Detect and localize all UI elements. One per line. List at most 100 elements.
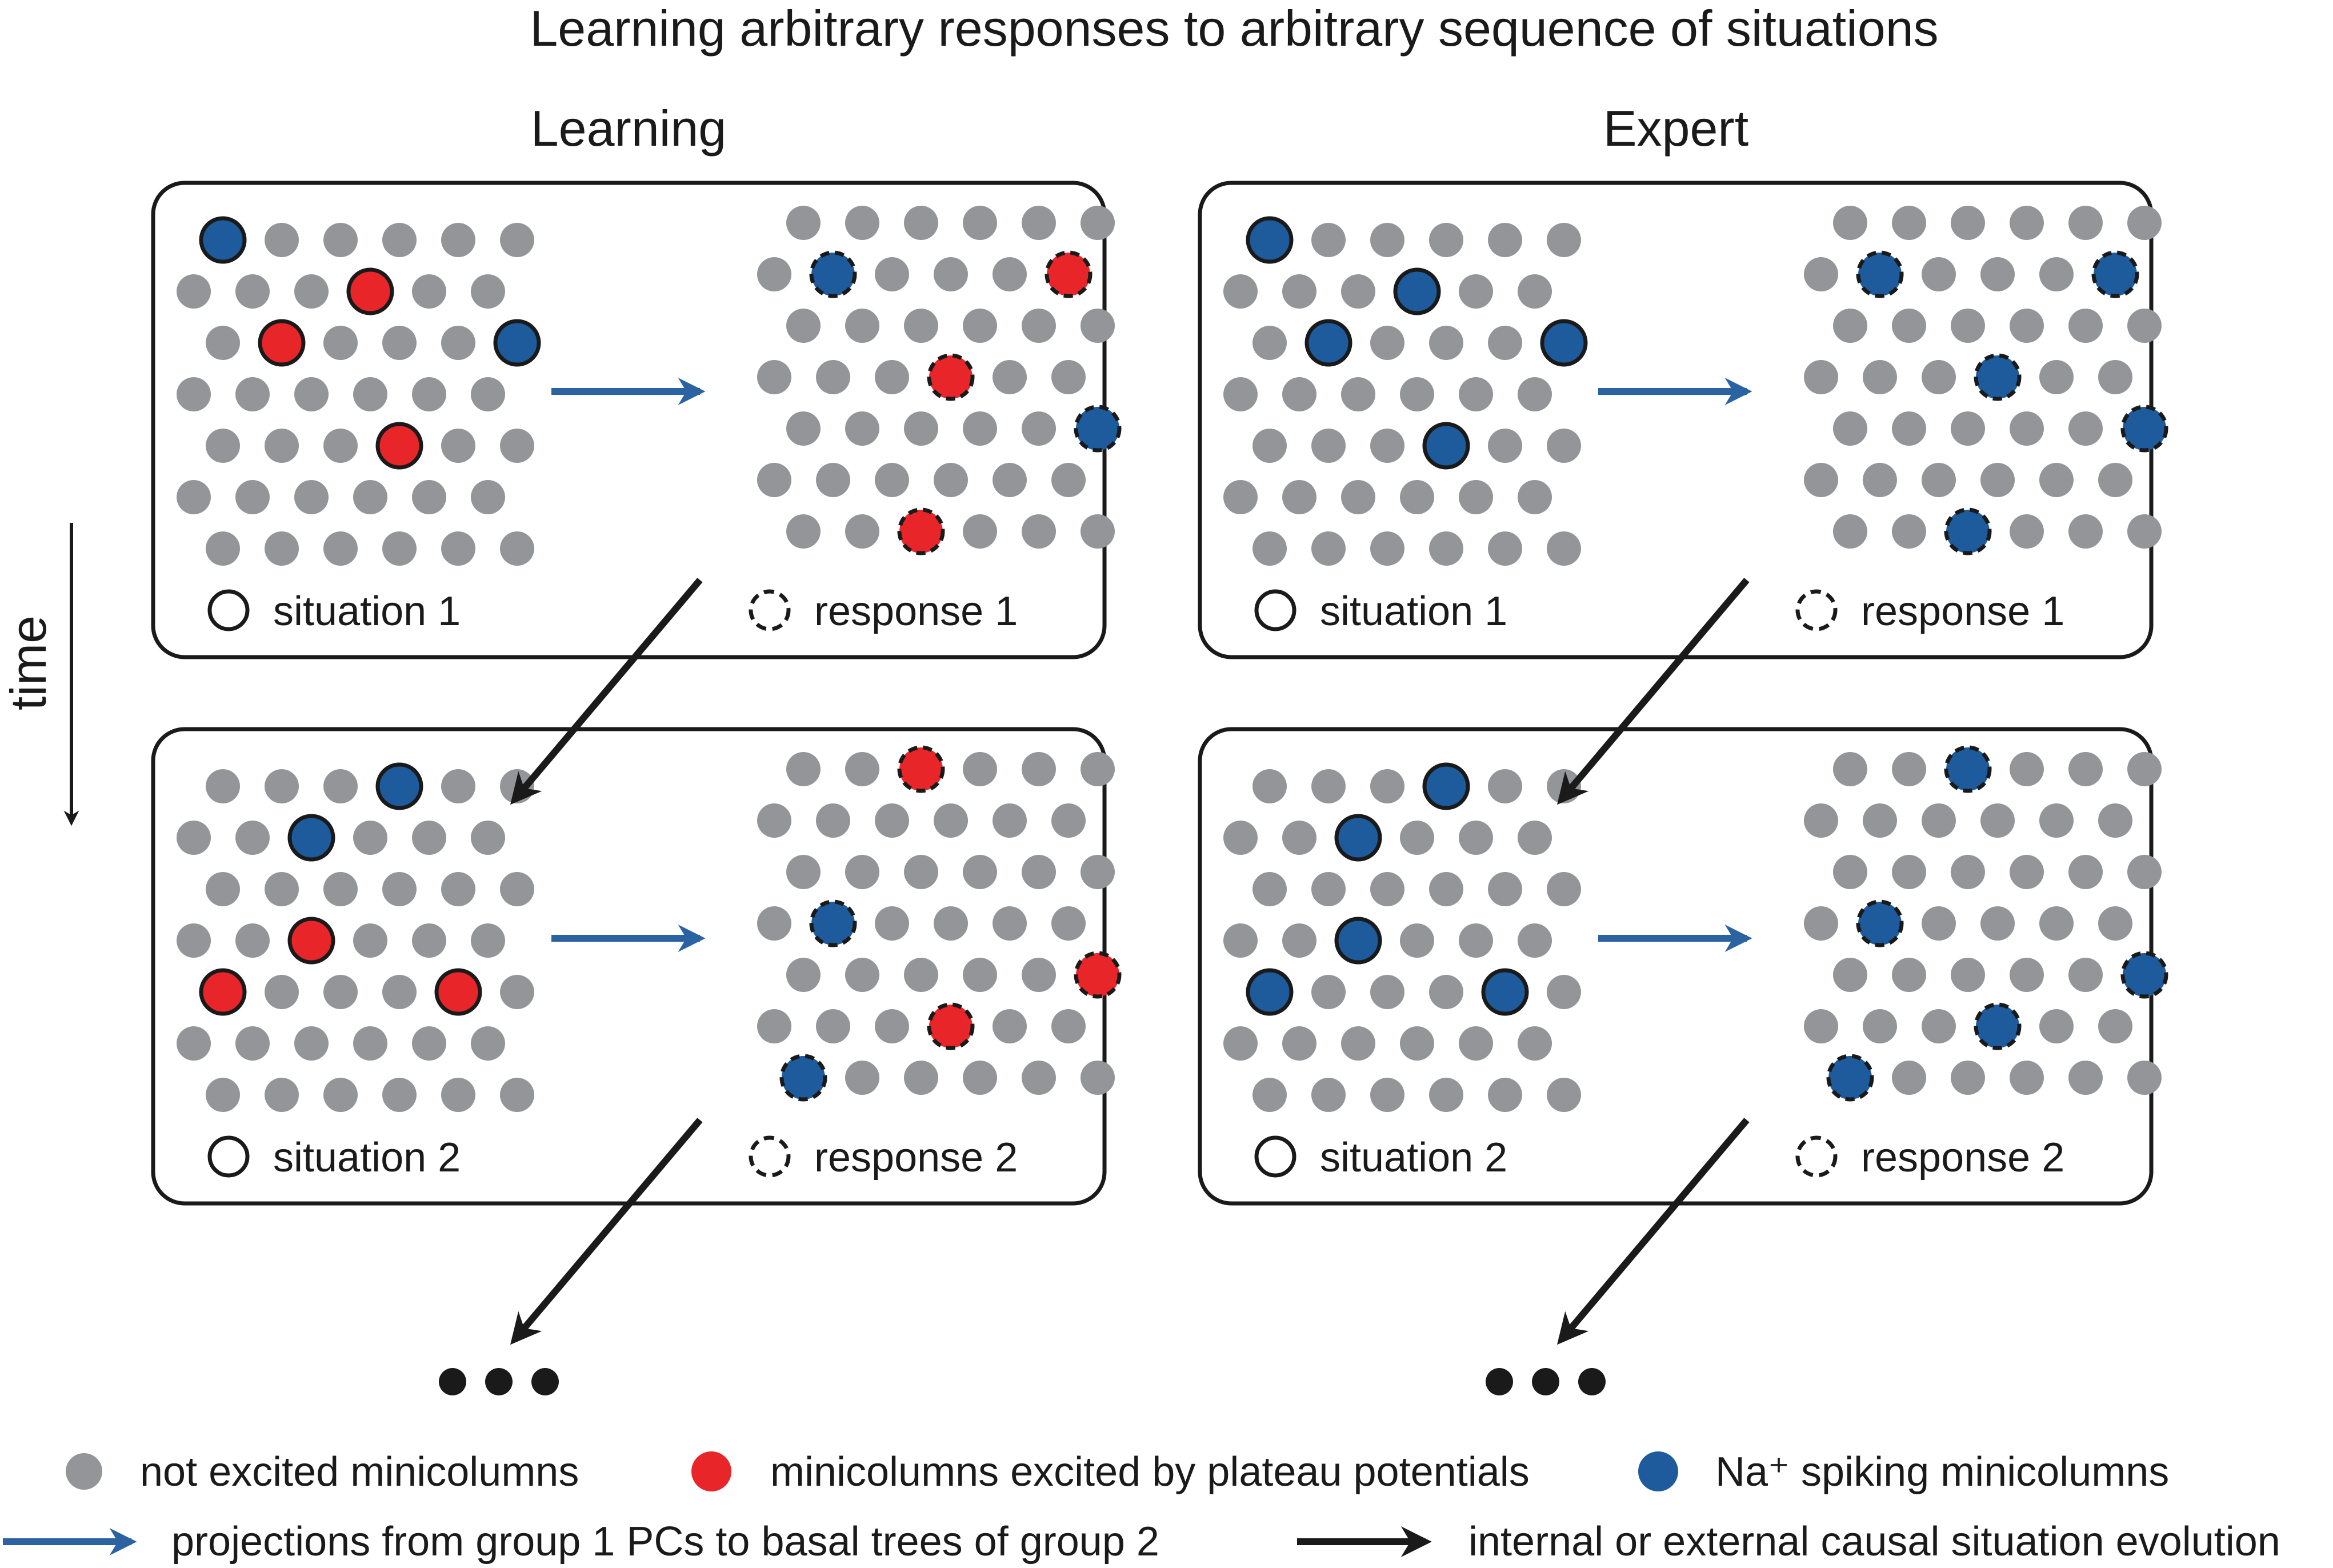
minicolumn bbox=[1311, 975, 1346, 1009]
column-title-learning: Learning bbox=[531, 100, 727, 157]
minicolumn bbox=[1863, 1009, 1897, 1043]
minicolumn bbox=[441, 223, 475, 257]
minicolumn bbox=[2098, 360, 2132, 394]
minicolumn bbox=[993, 463, 1027, 497]
minicolumn bbox=[1488, 326, 1522, 360]
minicolumn bbox=[1951, 1061, 1985, 1095]
minicolumn bbox=[206, 872, 240, 906]
minicolumn bbox=[963, 752, 997, 786]
minicolumn bbox=[1892, 206, 1926, 240]
minicolumn bbox=[904, 958, 938, 992]
minicolumn bbox=[1370, 531, 1404, 566]
response-legend-icon bbox=[749, 589, 791, 631]
minicolumn bbox=[235, 923, 270, 958]
plateau-minicolumn bbox=[434, 968, 482, 1016]
minicolumn bbox=[1951, 411, 1985, 446]
minicolumn bbox=[382, 326, 417, 360]
minicolumn bbox=[2068, 206, 2103, 240]
minicolumn bbox=[1833, 752, 1867, 786]
minicolumn bbox=[1804, 906, 1838, 941]
time-label: time bbox=[0, 615, 57, 710]
minicolumn bbox=[1223, 377, 1258, 411]
minicolumn bbox=[1459, 274, 1493, 309]
minicolumn bbox=[1951, 206, 1985, 240]
minicolumn bbox=[2127, 752, 2162, 786]
minicolumn bbox=[1892, 514, 1926, 549]
minicolumn bbox=[1518, 377, 1552, 411]
minicolumn bbox=[934, 906, 968, 941]
minicolumn bbox=[786, 309, 821, 343]
minicolumn bbox=[2068, 1061, 2103, 1095]
minicolumn bbox=[206, 429, 240, 463]
minicolumn bbox=[1922, 803, 1956, 838]
minicolumn bbox=[1518, 274, 1552, 309]
minicolumn bbox=[1459, 923, 1493, 958]
minicolumn bbox=[1311, 429, 1346, 463]
minicolumn bbox=[845, 411, 879, 446]
minicolumn bbox=[904, 1061, 938, 1095]
minicolumn bbox=[1282, 923, 1316, 958]
minicolumn bbox=[2127, 514, 2162, 549]
ellipsis-dot bbox=[485, 1368, 513, 1395]
spiking-minicolumn bbox=[1856, 899, 1904, 947]
situation-grid bbox=[177, 762, 534, 1112]
minicolumn bbox=[1980, 463, 2015, 497]
minicolumn bbox=[1980, 906, 2015, 941]
minicolumn bbox=[1370, 872, 1404, 906]
minicolumn bbox=[2010, 514, 2044, 549]
response-grid bbox=[757, 206, 1122, 555]
minicolumn bbox=[265, 975, 299, 1009]
minicolumn bbox=[353, 821, 387, 855]
minicolumn bbox=[1311, 1078, 1346, 1112]
minicolumn bbox=[471, 274, 505, 309]
minicolumn bbox=[1488, 769, 1522, 803]
minicolumn bbox=[323, 975, 358, 1009]
spiking-minicolumn bbox=[199, 216, 247, 264]
minicolumn bbox=[471, 1026, 505, 1061]
situation-grid bbox=[1223, 762, 1581, 1112]
minicolumn bbox=[235, 377, 270, 411]
minicolumn bbox=[1370, 769, 1404, 803]
minicolumn bbox=[471, 923, 505, 958]
minicolumn bbox=[1252, 531, 1287, 566]
minicolumn bbox=[177, 923, 211, 958]
plateau-minicolumn bbox=[258, 319, 306, 367]
minicolumn bbox=[1223, 480, 1258, 514]
minicolumn bbox=[1282, 377, 1316, 411]
minicolumn bbox=[1892, 752, 1926, 786]
plateau-minicolumn bbox=[1045, 250, 1093, 298]
minicolumn bbox=[963, 958, 997, 992]
minicolumn bbox=[1370, 975, 1404, 1009]
minicolumn bbox=[2039, 803, 2074, 838]
minicolumn bbox=[1223, 821, 1258, 855]
minicolumn bbox=[1547, 1078, 1581, 1112]
minicolumn bbox=[2127, 1061, 2162, 1095]
minicolumn bbox=[845, 958, 879, 992]
spiking-minicolumn bbox=[809, 899, 857, 947]
minicolumn bbox=[323, 769, 358, 803]
minicolumn bbox=[353, 1026, 387, 1061]
situation-label: situation 1 bbox=[273, 589, 461, 634]
minicolumn bbox=[875, 1009, 909, 1043]
minicolumn bbox=[1022, 206, 1056, 240]
minicolumn bbox=[2039, 360, 2074, 394]
minicolumn bbox=[1459, 1026, 1493, 1061]
spiking-minicolumn bbox=[1974, 353, 2022, 401]
red-dot-legend-icon bbox=[691, 1451, 731, 1491]
minicolumn bbox=[323, 326, 358, 360]
minicolumn bbox=[412, 1026, 446, 1061]
minicolumn bbox=[1282, 274, 1316, 309]
minicolumn bbox=[2068, 514, 2103, 549]
minicolumn bbox=[1400, 377, 1434, 411]
minicolumn bbox=[786, 958, 821, 992]
evolution-arrow bbox=[1557, 1118, 1750, 1345]
spiking-minicolumn bbox=[1246, 216, 1294, 264]
minicolumn bbox=[1311, 223, 1346, 257]
minicolumn bbox=[1282, 821, 1316, 855]
minicolumn bbox=[500, 975, 534, 1009]
minicolumn bbox=[1892, 309, 1926, 343]
minicolumn bbox=[1833, 514, 1867, 549]
minicolumn bbox=[1833, 855, 1867, 889]
minicolumn bbox=[1488, 223, 1522, 257]
minicolumn bbox=[1252, 769, 1287, 803]
